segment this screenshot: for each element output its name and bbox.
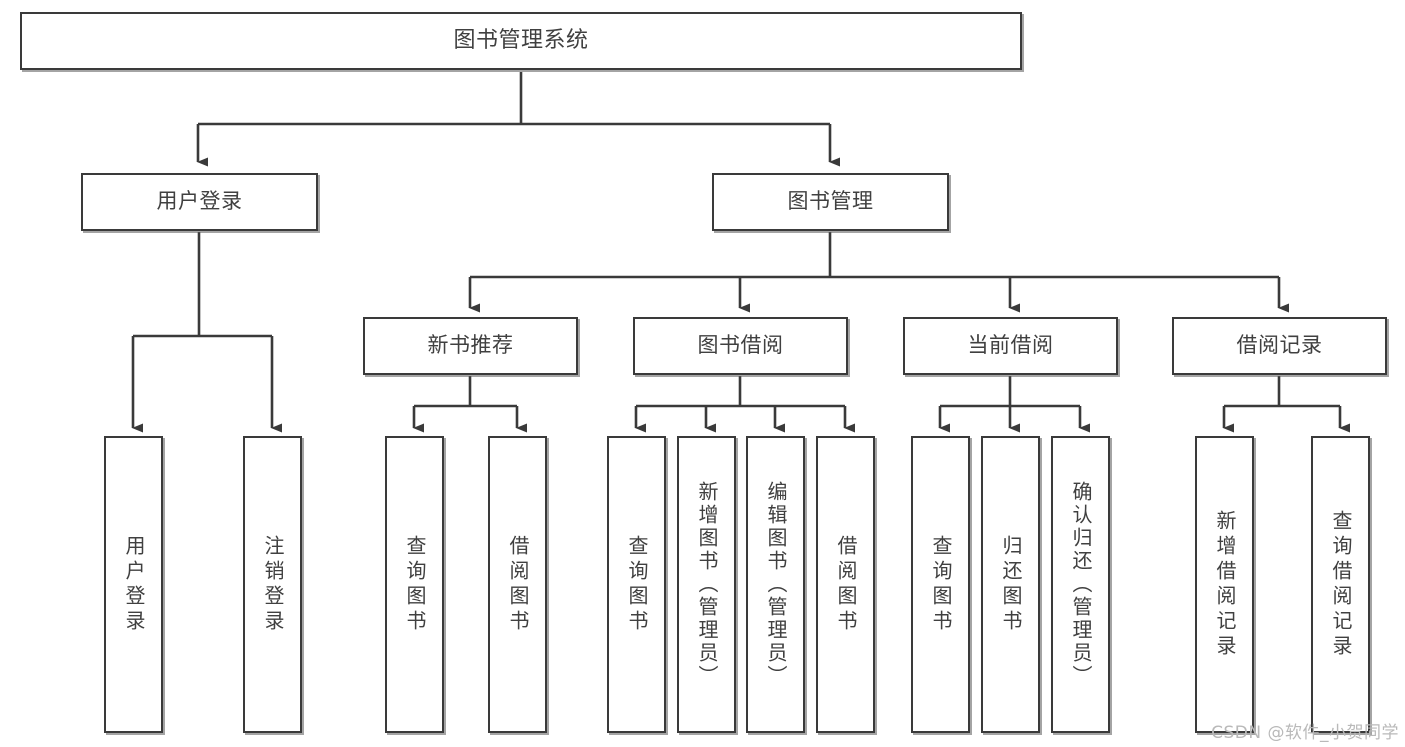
- node-label: 借阅图书: [834, 534, 858, 635]
- csdn-watermark: CSDN @软件_小贺同学: [1211, 723, 1399, 743]
- leaf-borrow-book-borrow[interactable]: 借阅图书: [816, 436, 875, 733]
- leaf-query-borrow-record[interactable]: 查询借阅记录: [1311, 436, 1370, 733]
- node-label: 编辑图书（管理员）: [764, 481, 788, 688]
- leaf-query-book-current[interactable]: 查询图书: [911, 436, 970, 733]
- node-label: 借阅图书: [506, 534, 530, 635]
- node-book-management[interactable]: 图书管理: [712, 173, 949, 231]
- leaf-return-book[interactable]: 归还图书: [981, 436, 1040, 733]
- node-label: 注销登录: [261, 534, 285, 635]
- leaf-edit-book-admin[interactable]: 编辑图书（管理员）: [746, 436, 805, 733]
- leaf-add-borrow-record[interactable]: 新增借阅记录: [1195, 436, 1254, 733]
- node-label: 归还图书: [999, 534, 1023, 635]
- node-label: 用户登录: [122, 534, 146, 635]
- node-label: 新增借阅记录: [1213, 509, 1237, 660]
- node-label: 图书借阅: [697, 333, 784, 358]
- node-label: 查询借阅记录: [1329, 509, 1353, 660]
- leaf-add-book-admin[interactable]: 新增图书（管理员）: [677, 436, 736, 733]
- node-borrow-record[interactable]: 借阅记录: [1172, 317, 1387, 375]
- leaf-borrow-book-recommend[interactable]: 借阅图书: [488, 436, 547, 733]
- node-label: 查询图书: [403, 534, 427, 635]
- node-label: 新增图书（管理员）: [695, 481, 719, 688]
- node-label: 当前借阅: [967, 333, 1054, 358]
- node-label: 查询图书: [929, 534, 953, 635]
- node-book-borrow[interactable]: 图书借阅: [633, 317, 848, 375]
- leaf-query-book-recommend[interactable]: 查询图书: [385, 436, 444, 733]
- leaf-user-login[interactable]: 用户登录: [104, 436, 163, 733]
- leaf-logout-login[interactable]: 注销登录: [243, 436, 302, 733]
- node-new-book-recommend[interactable]: 新书推荐: [363, 317, 578, 375]
- leaf-query-book-borrow[interactable]: 查询图书: [607, 436, 666, 733]
- leaf-confirm-return-admin[interactable]: 确认归还（管理员）: [1051, 436, 1110, 733]
- node-label: 借阅记录: [1236, 333, 1323, 358]
- node-label: 查询图书: [625, 534, 649, 635]
- node-label: 确认归还（管理员）: [1069, 481, 1093, 688]
- node-label: 新书推荐: [427, 333, 514, 358]
- node-label: 图书管理: [787, 189, 874, 214]
- node-label: 图书管理系统: [453, 27, 589, 53]
- node-current-borrow[interactable]: 当前借阅: [903, 317, 1118, 375]
- node-label: 用户登录: [156, 189, 243, 214]
- node-user-login[interactable]: 用户登录: [81, 173, 318, 231]
- node-book-management-system[interactable]: 图书管理系统: [20, 12, 1022, 70]
